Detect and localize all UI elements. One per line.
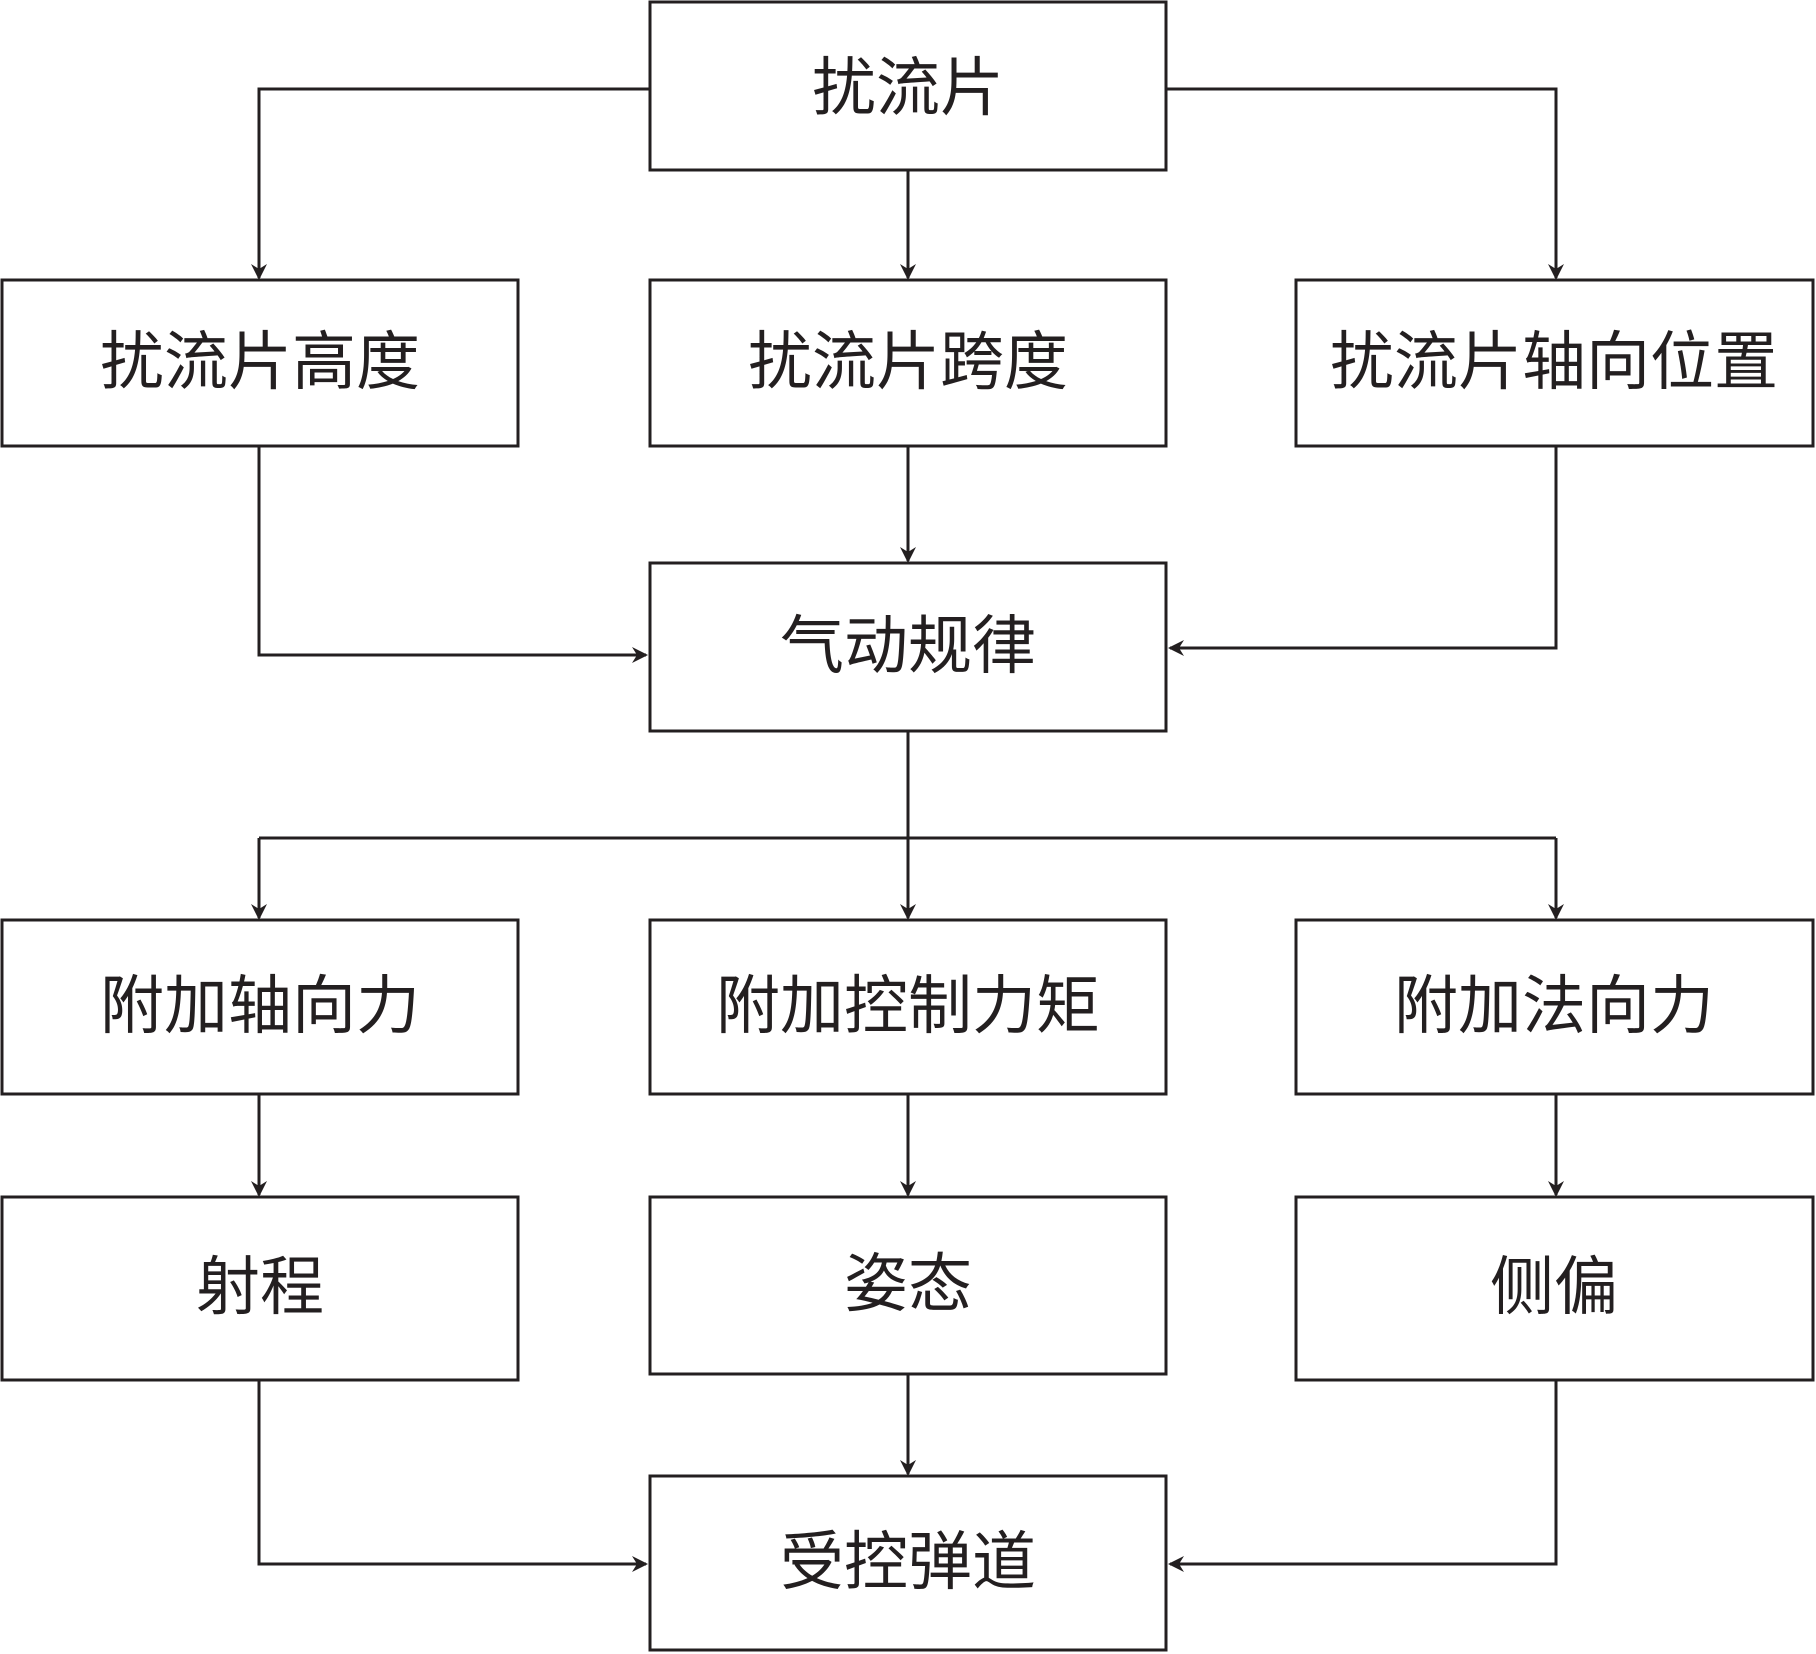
edge-lateral-to-trajectory	[1168, 1380, 1558, 1572]
node-spoiler-height: 扰流片高度	[0, 278, 520, 448]
node-controlled-trajectory-label: 受控弹道	[780, 1526, 1036, 1600]
edge-spoiler-to-axial-position	[1166, 87, 1564, 280]
node-spoiler: 扰流片	[648, 0, 1168, 172]
node-range: 射程	[0, 1195, 520, 1382]
node-spoiler-span: 扰流片跨度	[648, 278, 1168, 448]
node-additional-control-moment-label: 附加控制力矩	[716, 970, 1100, 1044]
node-additional-axial-force-label: 附加轴向力	[100, 970, 420, 1044]
node-lateral-deviation: 侧偏	[1294, 1195, 1815, 1382]
edge-spoiler-to-height	[251, 87, 650, 280]
node-additional-control-moment: 附加控制力矩	[648, 918, 1168, 1096]
node-additional-normal-force: 附加法向力	[1294, 918, 1815, 1096]
node-controlled-trajectory: 受控弹道	[648, 1474, 1168, 1652]
node-spoiler-axial-position-label: 扰流片轴向位置	[1330, 326, 1778, 400]
node-range-label: 射程	[196, 1251, 324, 1325]
edge-height-to-aero	[257, 446, 648, 663]
node-attitude-label: 姿态	[844, 1248, 972, 1322]
edge-range-to-trajectory	[257, 1380, 648, 1572]
node-spoiler-axial-position: 扰流片轴向位置	[1294, 278, 1815, 448]
node-aerodynamic-law-label: 气动规律	[780, 610, 1036, 684]
node-spoiler-height-label: 扰流片高度	[100, 326, 420, 400]
node-additional-normal-force-label: 附加法向力	[1394, 970, 1714, 1044]
edge-axial-position-to-aero	[1168, 446, 1558, 656]
node-lateral-deviation-label: 侧偏	[1490, 1251, 1618, 1325]
node-attitude: 姿态	[648, 1195, 1168, 1376]
node-spoiler-label: 扰流片	[812, 52, 1004, 126]
node-spoiler-span-label: 扰流片跨度	[748, 326, 1068, 400]
node-aerodynamic-law: 气动规律	[648, 561, 1168, 733]
connectors	[251, 87, 1564, 1572]
node-additional-axial-force: 附加轴向力	[0, 918, 520, 1096]
